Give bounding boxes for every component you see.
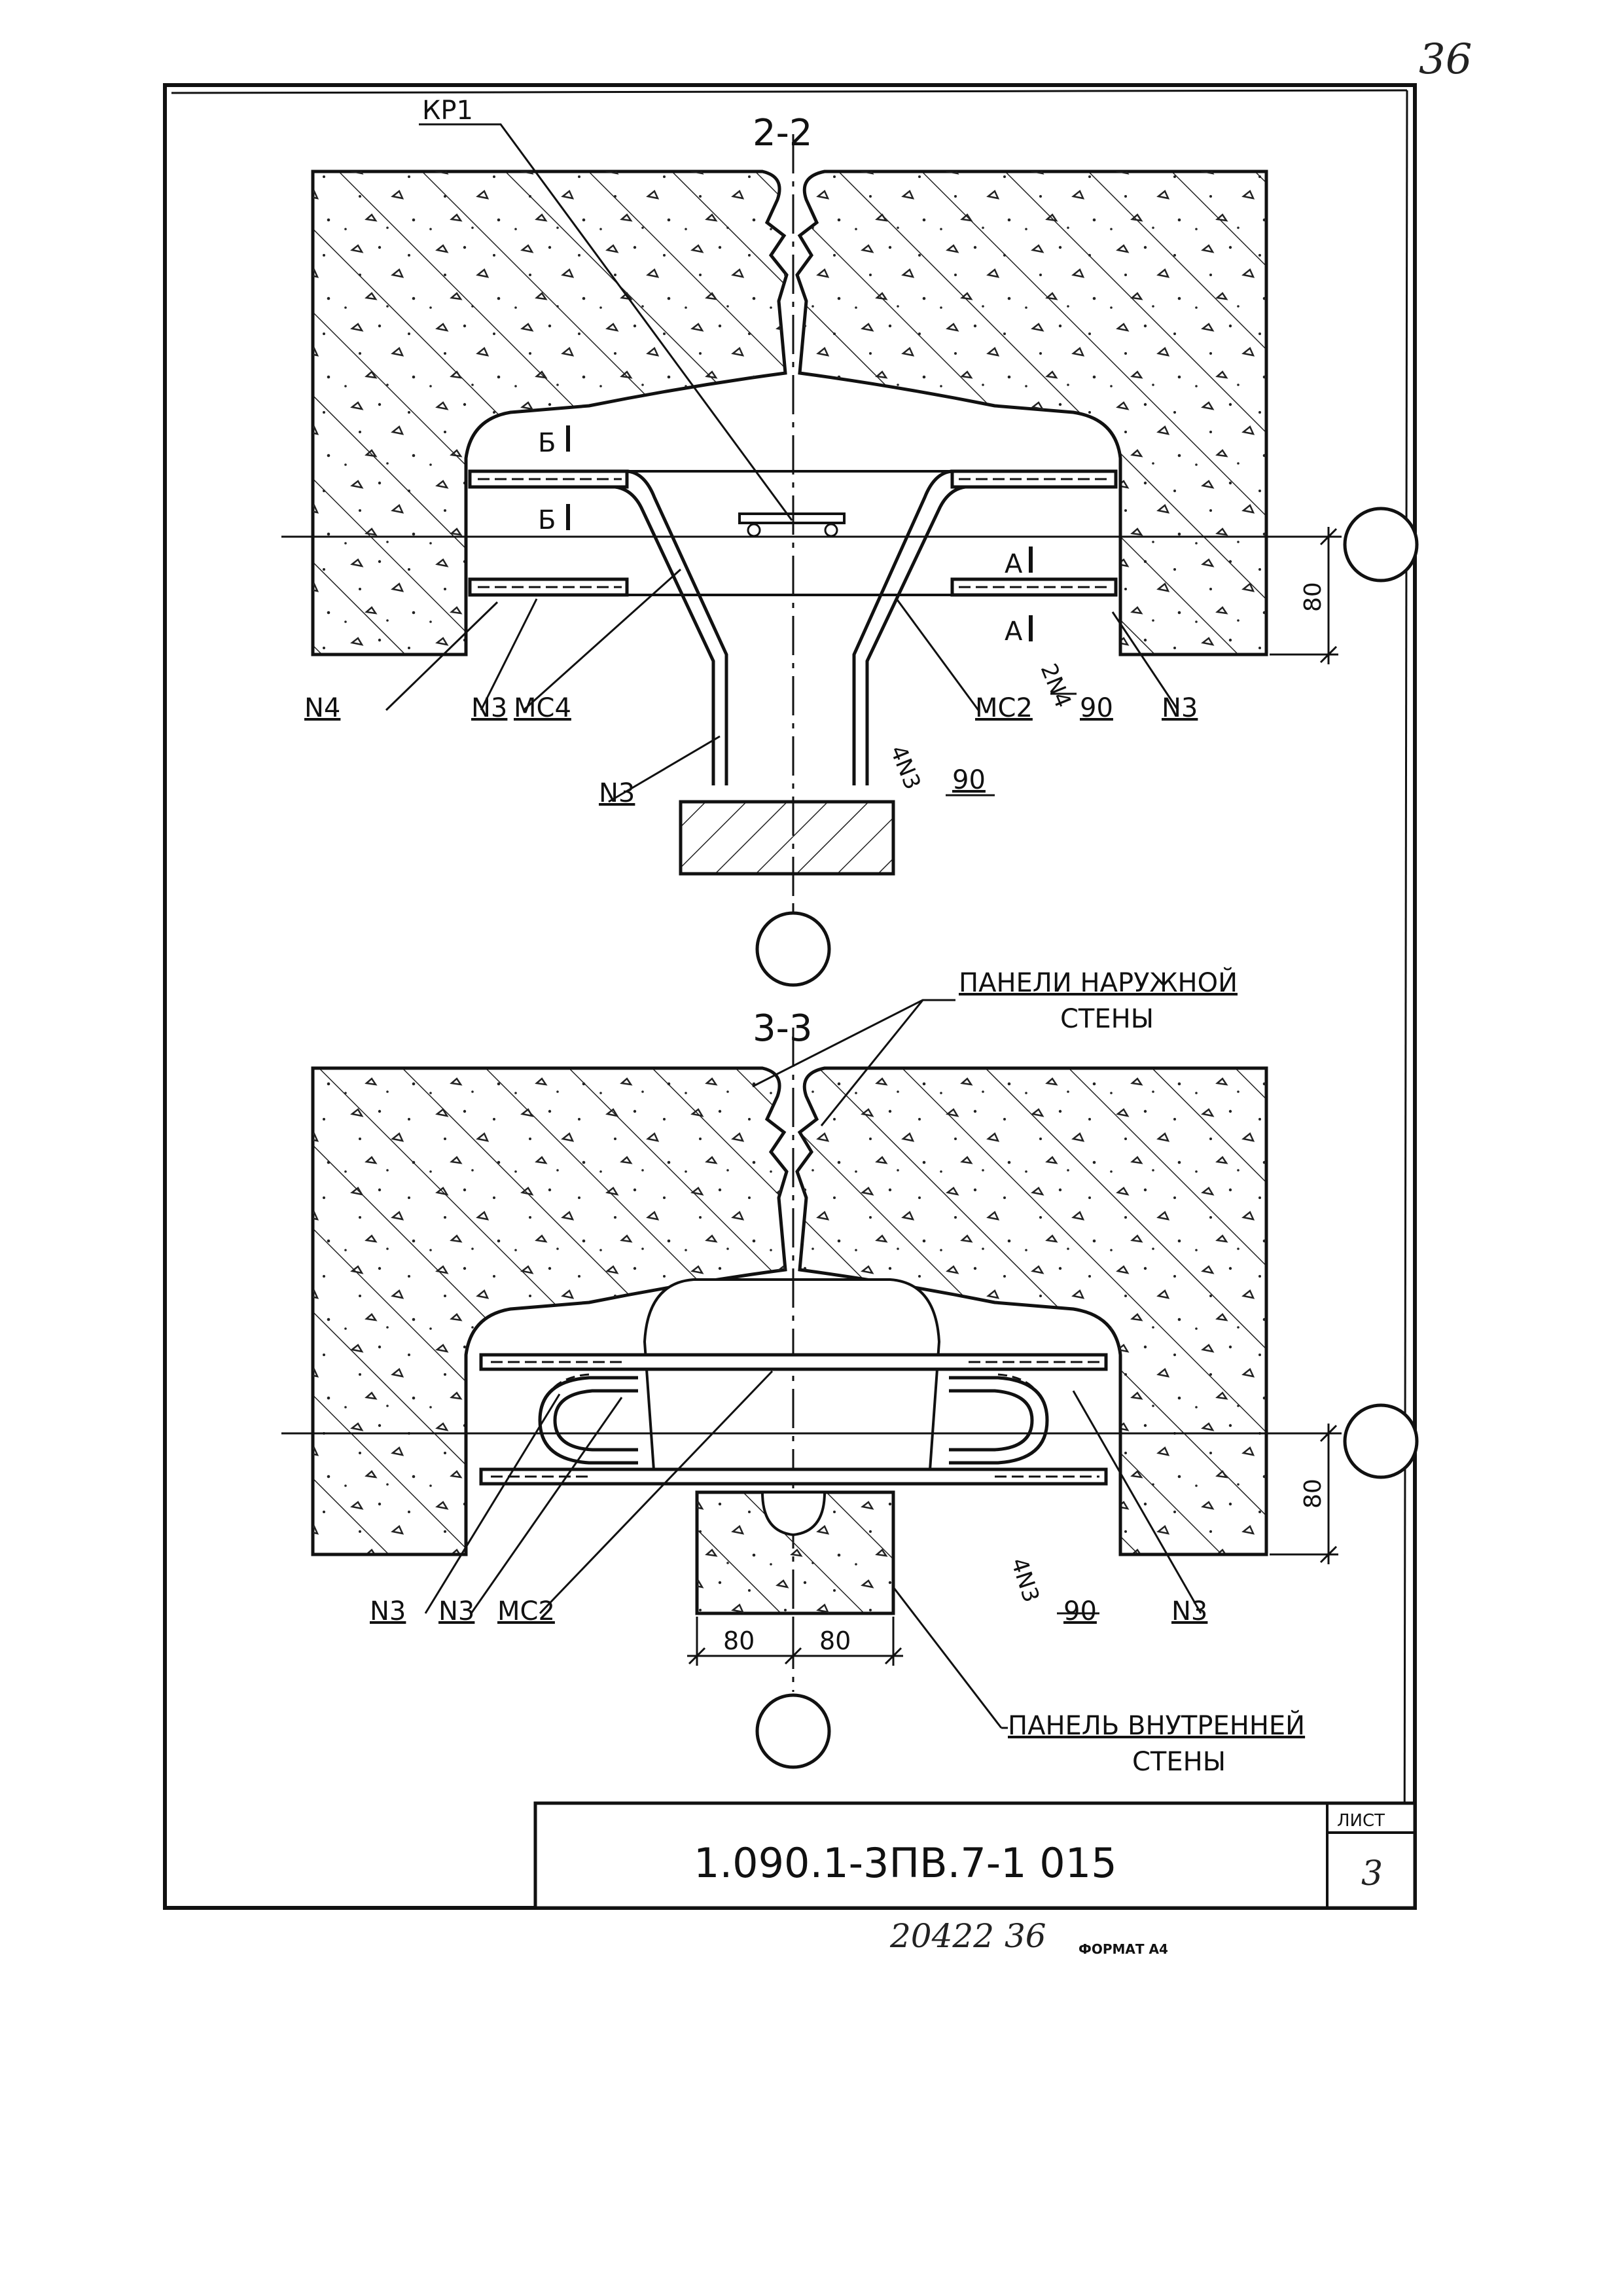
label-outer-panels-2: СТЕНЫ [1060,1004,1154,1034]
label-mc2: MC2 [497,1596,555,1626]
sheet-number: 3 [1361,1854,1383,1893]
section-2-2: 2-2 КР1 Б Б А А N4 N3 MC4 MC2 2N4 90 N3 … [281,96,1419,987]
dim-80-right: 80 [1300,1479,1327,1509]
axis-bubble-bottom [755,1693,831,1769]
label-weld-90-a: 90 [1080,693,1113,723]
axis-bubble-right [1343,507,1419,583]
label-mc4: MC4 [514,693,571,723]
axis-bubble-right [1343,1403,1419,1479]
label-n3-stem: N3 [599,778,635,808]
dim-80: 80 [1300,582,1327,612]
label-kr1: КР1 [422,96,473,126]
label-n3-right: N3 [1171,1596,1207,1626]
label-inner-panel: ПАНЕЛЬ ВНУТРЕННЕЙ [1008,1710,1305,1741]
label-n4: N4 [304,693,340,723]
dim-80-left: 80 [723,1626,755,1655]
base-block [679,800,895,876]
label-n3-right: N3 [1162,693,1198,723]
title-block: 1.090.1-3ПВ.7-1 015 ЛИСТ 3 [533,1801,1417,1910]
label-weld-4n3: 4N3 [1005,1554,1044,1605]
page-number: 36 [1419,35,1472,84]
label-n3-b: N3 [438,1596,474,1626]
label-weld-4n3: 4N3 [885,742,926,793]
label-outer-panels: ПАНЕЛИ НАРУЖНОЙ [959,967,1238,998]
label-weld-90: 90 [1063,1596,1097,1626]
label-mc2: MC2 [975,693,1033,723]
label-a-top: А [1005,549,1023,579]
label-n3-a: N3 [370,1596,406,1626]
dim-80-mid: 80 [819,1626,851,1655]
label-a-bottom: А [1005,617,1023,647]
section-title: 2-2 [753,112,812,154]
label-inner-panel-2: СТЕНЫ [1132,1747,1226,1777]
label-b-top: Б [538,428,556,458]
label-n3-left: N3 [471,693,507,723]
document-code: 1.090.1-3ПВ.7-1 015 [694,1839,1117,1887]
label-b-bottom: Б [538,505,556,535]
format-label: ФОРМАТ А4 [1079,1941,1168,1957]
label-weld-90-b: 90 [952,765,986,795]
inventory-number: 20422 36 [889,1917,1046,1955]
label-weld-2n4: 2N4 [1035,660,1077,711]
sheet-label: ЛИСТ [1337,1811,1385,1831]
axis-bubble-bottom [755,911,831,987]
section-3-3: 3-3 ПАНЕЛИ НАРУЖНОЙ СТЕНЫ N3 N3 MC2 4N3 … [281,967,1419,1777]
section-title: 3-3 [753,1007,812,1050]
